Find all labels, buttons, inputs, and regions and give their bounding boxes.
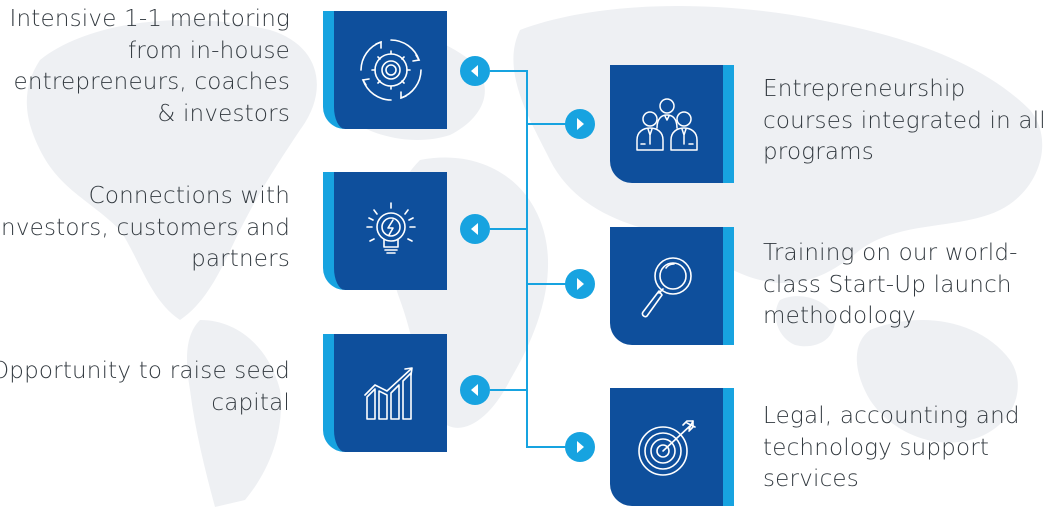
magnifier-icon xyxy=(641,257,692,318)
chevron-right-icon xyxy=(577,278,584,290)
target-arrow-icon xyxy=(637,420,696,476)
arrow-left-1 xyxy=(460,56,490,86)
support-services-tile xyxy=(610,388,734,506)
arrow-right-1 xyxy=(565,109,595,139)
arrow-right-3 xyxy=(565,432,595,462)
business-people-icon xyxy=(635,98,698,151)
right-item-1-label: Entrepreneurship courses integrated in a… xyxy=(763,76,1046,165)
arrow-left-3 xyxy=(460,375,490,405)
left-item-3-label: Opportunity to raise seed capital xyxy=(0,358,290,416)
mentoring-tile xyxy=(323,11,447,129)
chevron-right-icon xyxy=(577,441,584,453)
gear-cycle-icon xyxy=(359,39,422,101)
left-item-1-label: Intensive 1-1 mentoring from in-house en… xyxy=(9,6,290,127)
left-item-2-label: Connections with investors, customers an… xyxy=(0,183,290,272)
arrow-right-2 xyxy=(565,269,595,299)
right-item-3-label: Legal, accounting and technology support… xyxy=(763,403,1020,492)
seed-capital-tile xyxy=(323,334,447,452)
growth-chart-icon xyxy=(363,367,413,420)
training-tile xyxy=(610,227,734,345)
right-item-2-label: Training on our world-class Start-Up lau… xyxy=(763,240,1018,329)
chevron-left-icon xyxy=(471,65,478,77)
courses-tile xyxy=(610,65,734,183)
lightbulb-icon xyxy=(365,202,416,254)
chevron-left-icon xyxy=(471,384,478,396)
arrow-left-2 xyxy=(460,214,490,244)
connections-tile xyxy=(323,172,447,290)
chevron-left-icon xyxy=(471,223,478,235)
chevron-right-icon xyxy=(577,118,584,130)
